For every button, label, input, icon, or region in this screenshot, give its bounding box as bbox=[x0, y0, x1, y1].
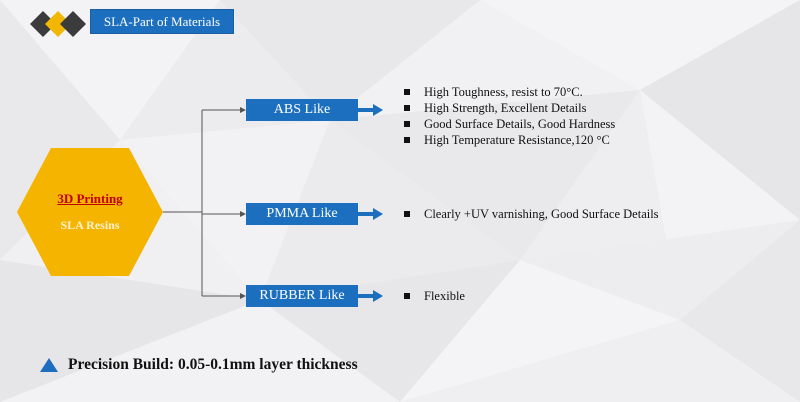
center-node-subtitle: SLA Resins bbox=[60, 218, 120, 232]
features-list-abs: High Toughness, resist to 70°C. High Str… bbox=[404, 84, 615, 148]
hexagon-node bbox=[17, 148, 163, 276]
features-list-rubber: Flexible bbox=[404, 288, 465, 304]
center-node-title: 3D Printing bbox=[57, 191, 123, 206]
list-item: High Toughness, resist to 70°C. bbox=[404, 84, 615, 100]
feature-text: Clearly +UV varnishing, Good Surface Det… bbox=[424, 207, 659, 221]
bullet-square-icon bbox=[404, 211, 410, 217]
footer-note: Precision Build: 0.05-0.1mm layer thickn… bbox=[40, 356, 358, 374]
diamond-logo-icon bbox=[30, 11, 86, 37]
right-arrow-icon bbox=[355, 208, 383, 220]
list-item: High Temperature Resistance,120 °C bbox=[404, 132, 615, 148]
bullet-square-icon bbox=[404, 105, 410, 111]
material-label-abs: ABS Like bbox=[246, 99, 358, 121]
list-item: Good Surface Details, Good Hardness bbox=[404, 116, 615, 132]
right-arrow-icon bbox=[355, 290, 383, 302]
list-item: High Strength, Excellent Details bbox=[404, 100, 615, 116]
feature-text: High Toughness, resist to 70°C. bbox=[424, 85, 583, 99]
footer-text: Precision Build: 0.05-0.1mm layer thickn… bbox=[68, 356, 358, 373]
bullet-square-icon bbox=[404, 137, 410, 143]
feature-text: High Strength, Excellent Details bbox=[424, 101, 587, 115]
material-label-rubber: RUBBER Like bbox=[246, 285, 358, 307]
feature-text: Flexible bbox=[424, 289, 465, 303]
bullet-square-icon bbox=[404, 293, 410, 299]
material-label-pmma: PMMA Like bbox=[246, 203, 358, 225]
list-item: Flexible bbox=[404, 288, 465, 304]
page-title: SLA-Part of Materials bbox=[90, 9, 234, 34]
bullet-square-icon bbox=[404, 89, 410, 95]
bullet-square-icon bbox=[404, 121, 410, 127]
feature-text: High Temperature Resistance,120 °C bbox=[424, 133, 610, 147]
features-list-pmma: Clearly +UV varnishing, Good Surface Det… bbox=[404, 206, 659, 222]
triangle-up-icon bbox=[40, 358, 58, 372]
feature-text: Good Surface Details, Good Hardness bbox=[424, 117, 616, 131]
list-item: Clearly +UV varnishing, Good Surface Det… bbox=[404, 206, 659, 222]
right-arrow-icon bbox=[355, 104, 383, 116]
